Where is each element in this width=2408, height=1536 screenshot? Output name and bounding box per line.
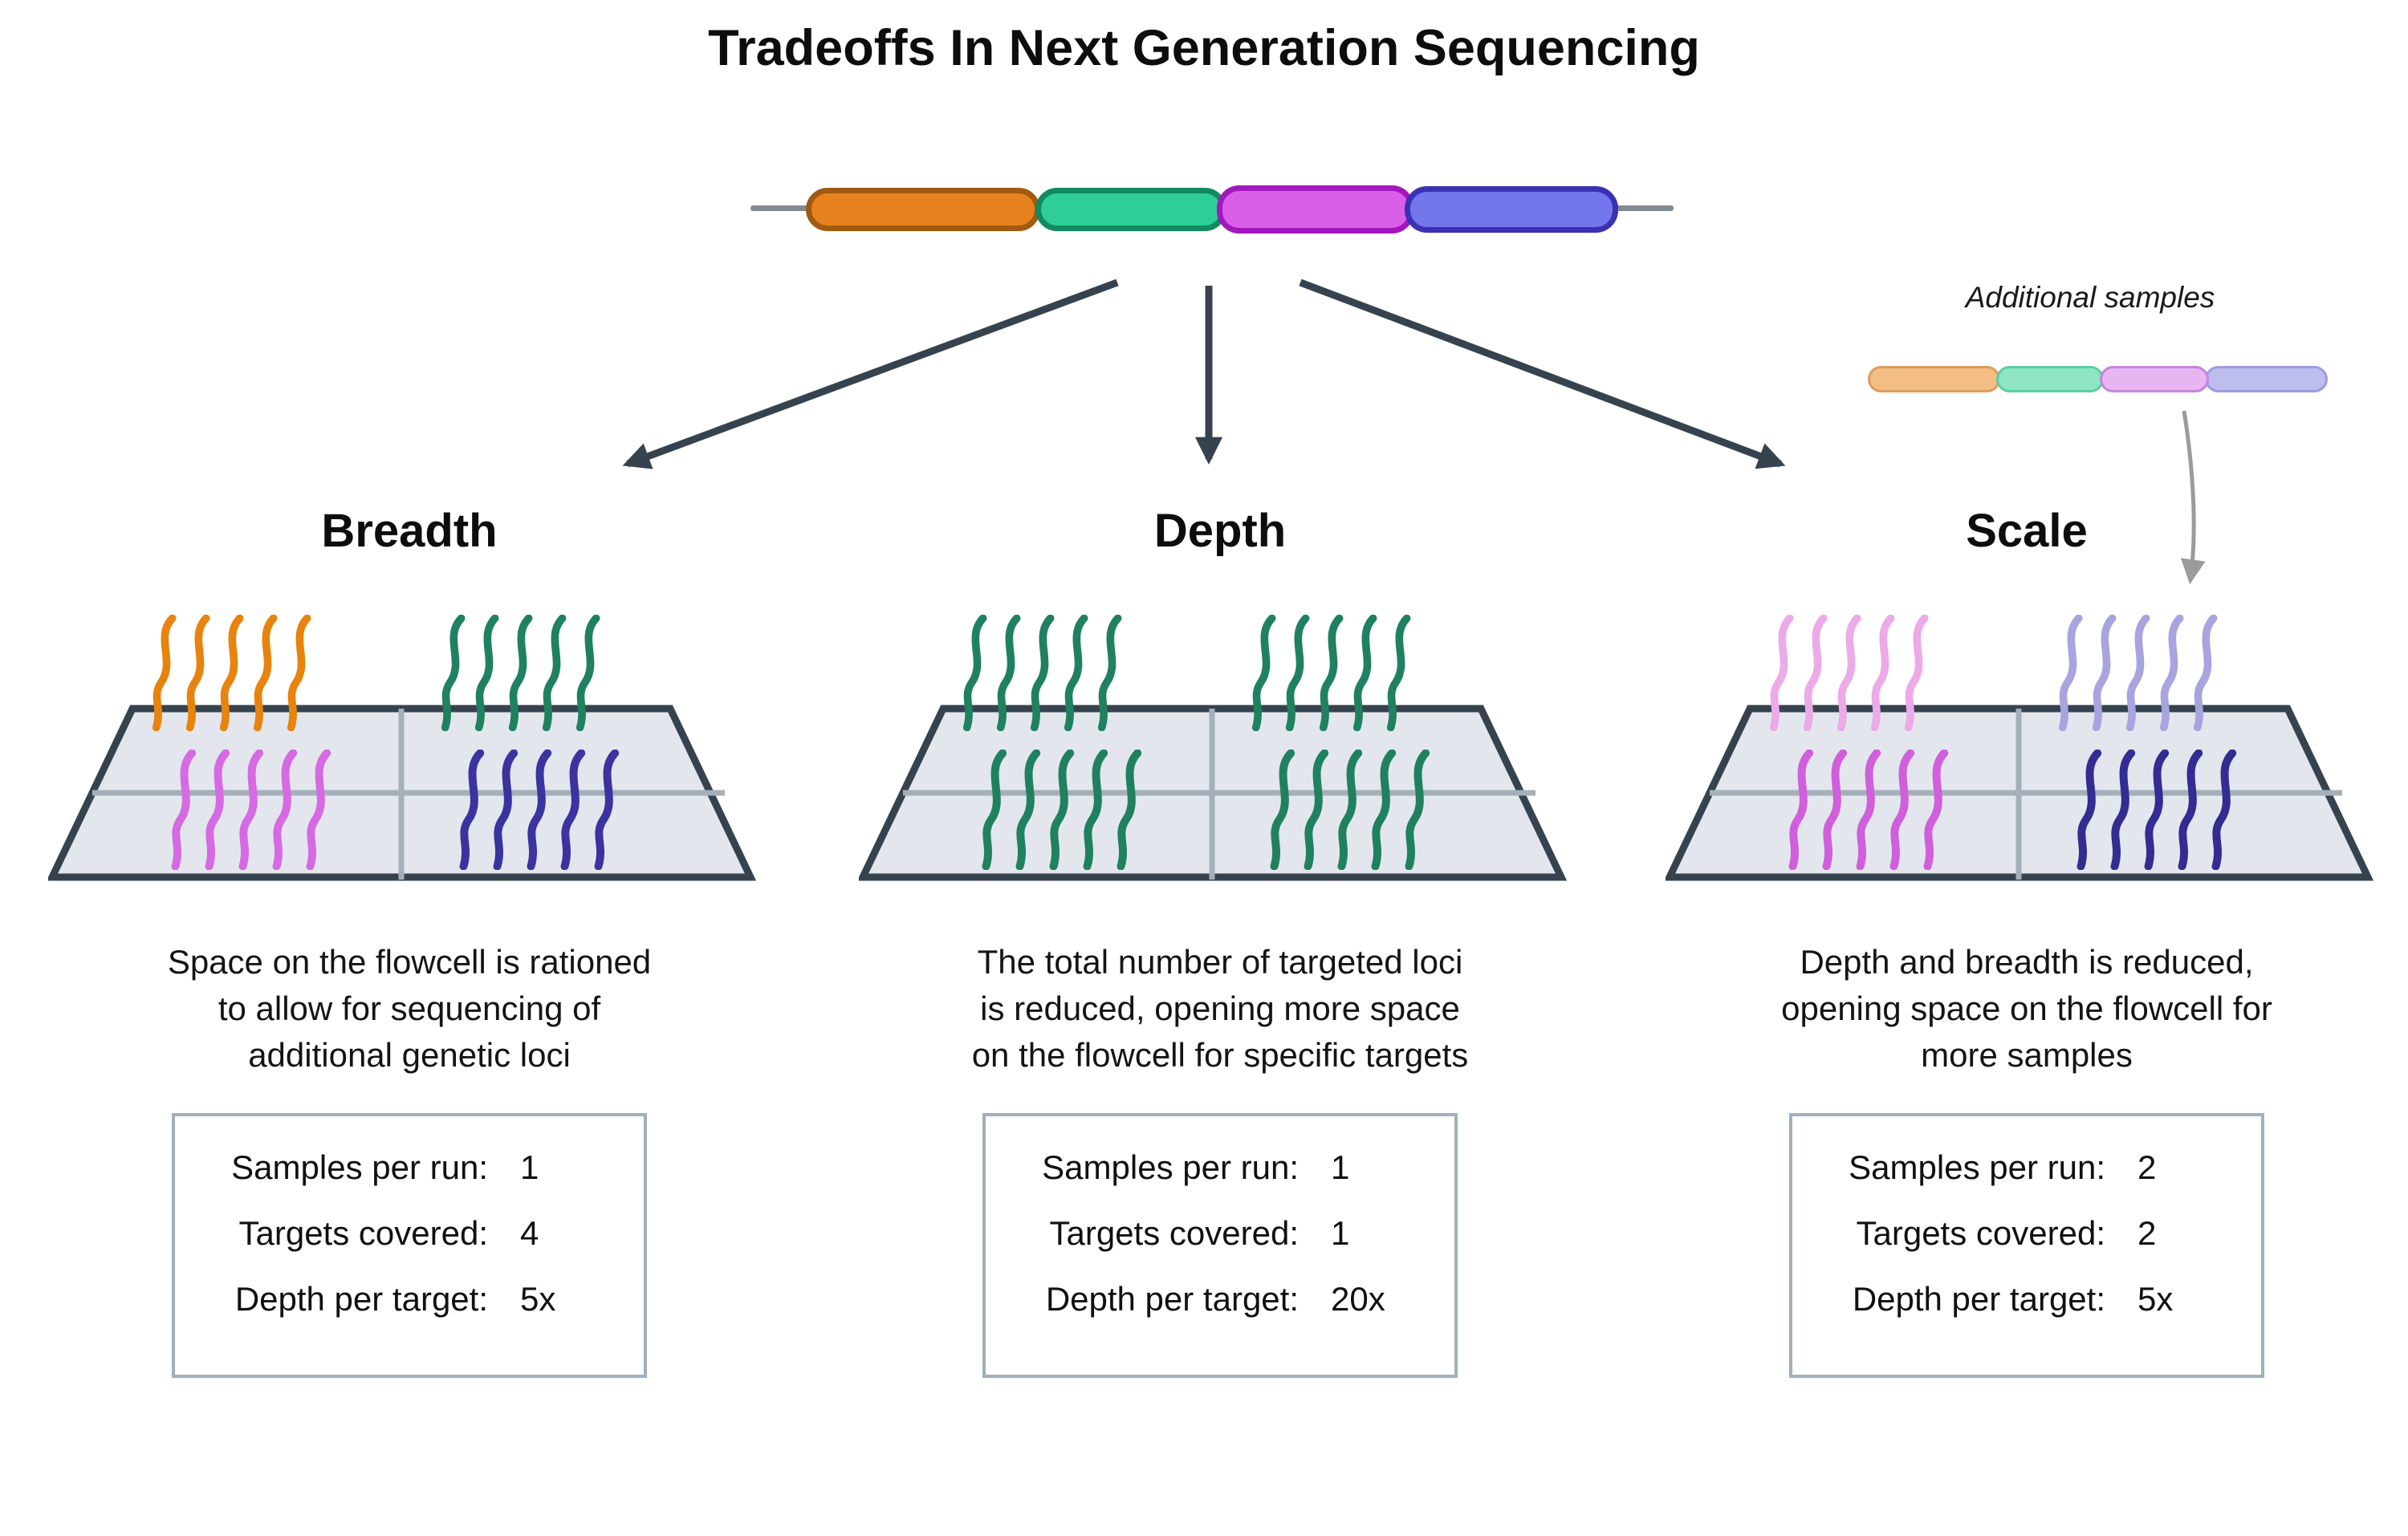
gene-segment-magenta (1217, 185, 1414, 234)
description-line: is reduced, opening more space (980, 989, 1460, 1027)
description-line: The total number of targeted loci (977, 943, 1463, 981)
stat-row-depth: Depth per target: 20x (986, 1280, 1454, 1319)
panel-heading: Depth (1153, 505, 1287, 557)
stat-label: Depth per target: (234, 1280, 488, 1318)
stat-label: Depth per target: (1852, 1280, 2105, 1318)
panel-description: Space on the flowcell is rationed to all… (48, 939, 771, 1079)
stat-value: 2 (2138, 1148, 2157, 1186)
mini-segment-green (1996, 366, 2104, 392)
additional-samples-label: Additional samples (1965, 281, 2215, 314)
panel-scale: Scale Depth and breadth is reduced, open… (1666, 0, 2388, 1536)
stat-row-samples: Samples per run: 2 (1792, 1148, 2261, 1187)
stat-label: Samples per run: (231, 1148, 488, 1186)
stat-label: Targets covered: (1856, 1214, 2106, 1252)
description-line: Depth and breadth is reduced, (1800, 943, 2254, 981)
stat-value: 2 (2138, 1214, 2157, 1252)
stat-row-targets: Targets covered: 4 (175, 1214, 644, 1253)
description-line: Space on the flowcell is rationed (167, 943, 652, 981)
mini-segment-periwinkle (2205, 366, 2328, 392)
gene-segment-blue (1405, 186, 1618, 233)
gene-segment-green (1035, 188, 1226, 231)
flowcell-breadth (48, 608, 757, 881)
page-title: Tradeoffs In Next Generation Sequencing (708, 20, 1700, 76)
additional-samples-bar (1868, 366, 2328, 392)
description-line: more samples (1921, 1036, 2133, 1074)
mini-segment-pink (2100, 366, 2209, 392)
flowcell-scale (1666, 608, 2374, 881)
stat-value: 1 (1331, 1214, 1350, 1252)
stat-row-targets: Targets covered: 2 (1792, 1214, 2261, 1253)
stat-label: Targets covered: (1049, 1214, 1300, 1252)
stat-value: 5x (520, 1280, 556, 1318)
stat-box: Samples per run: 2 Targets covered: 2 De… (1789, 1113, 2264, 1378)
description-line: additional genetic loci (248, 1036, 571, 1074)
stat-label: Samples per run: (1849, 1148, 2105, 1186)
stat-row-samples: Samples per run: 1 (175, 1148, 644, 1187)
stat-value: 4 (520, 1214, 539, 1252)
stat-row-targets: Targets covered: 1 (986, 1214, 1454, 1253)
stat-box: Samples per run: 1 Targets covered: 1 De… (982, 1113, 1458, 1378)
panel-heading: Breadth (321, 505, 498, 557)
stat-row-depth: Depth per target: 5x (175, 1280, 644, 1319)
panel-breadth: Breadth Space on the flowcell is ratione… (48, 0, 771, 1536)
stat-row-depth: Depth per target: 5x (1792, 1280, 2261, 1319)
mini-segment-orange (1868, 366, 2000, 392)
stat-value: 20x (1331, 1280, 1385, 1318)
description-line: opening space on the flowcell for (1781, 989, 2272, 1027)
description-line: to allow for sequencing of (218, 989, 601, 1027)
stat-row-samples: Samples per run: 1 (986, 1148, 1454, 1187)
description-line: on the flowcell for specific targets (971, 1036, 1469, 1074)
stat-value: 1 (1331, 1148, 1350, 1186)
stat-label: Depth per target: (1045, 1280, 1299, 1318)
panel-description: Depth and breadth is reduced, opening sp… (1666, 939, 2388, 1079)
panel-depth: Depth The total number of targeted loci … (859, 0, 1581, 1536)
stat-label: Targets covered: (238, 1214, 489, 1252)
stat-value: 1 (520, 1148, 539, 1186)
stat-box: Samples per run: 1 Targets covered: 4 De… (172, 1113, 647, 1378)
gene-segment-orange (806, 188, 1040, 231)
flowcell-depth (859, 608, 1568, 881)
gene-bar (806, 185, 1618, 236)
stat-value: 5x (2138, 1280, 2174, 1318)
panel-description: The total number of targeted loci is red… (859, 939, 1581, 1079)
stat-label: Samples per run: (1042, 1148, 1299, 1186)
panel-heading: Scale (1966, 505, 2088, 557)
